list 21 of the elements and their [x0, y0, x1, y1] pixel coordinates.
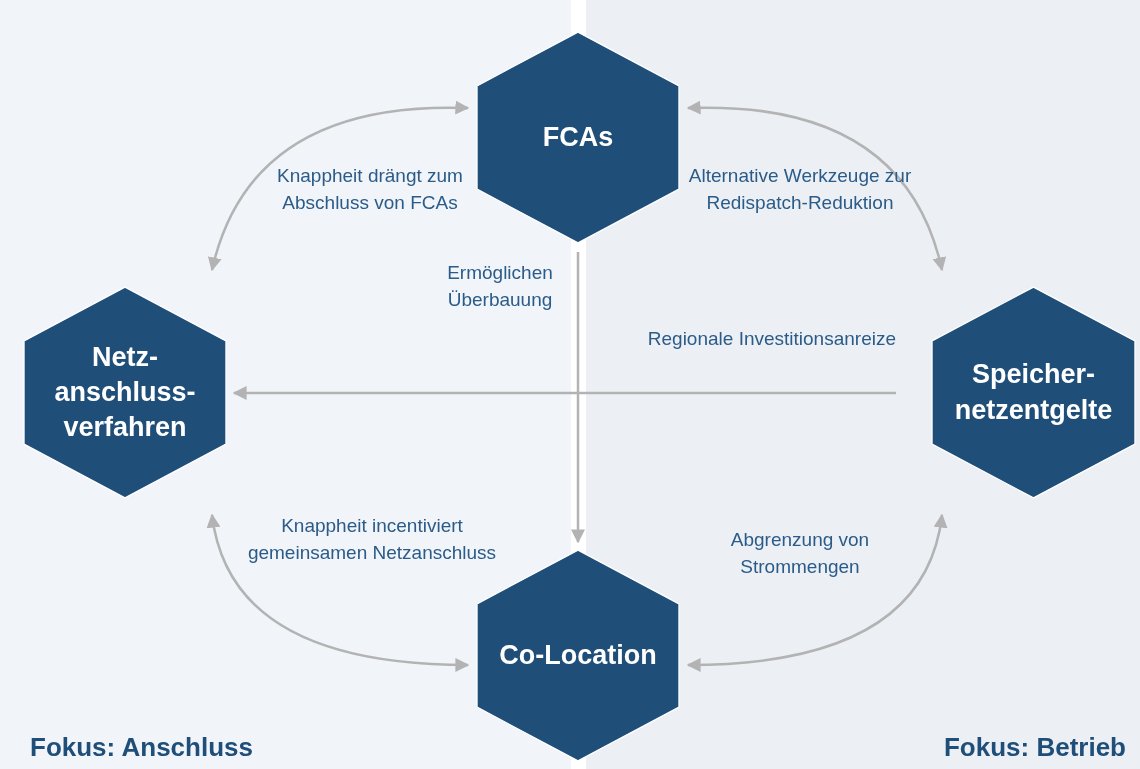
node-label: Speicher-netzentgelte — [953, 358, 1114, 427]
arrow — [571, 252, 585, 544]
arrow — [207, 513, 470, 672]
arrow — [686, 100, 946, 272]
focus-label: Fokus: Anschluss — [30, 732, 253, 763]
edge-label: Alternative Werkzeuge zur Redispatch-Reduktion — [687, 164, 913, 215]
edge-label: Knappheit incentiviert gemeinsamen Netzanschluss — [246, 514, 498, 565]
hexagon-node — [22, 285, 228, 500]
arrow — [208, 100, 470, 272]
edge-label: Regionale Investitionsanreize — [646, 327, 896, 351]
focus-label: Fokus: Betrieb — [943, 732, 1126, 763]
hexagon-node — [475, 30, 681, 245]
edge-label: Ermöglichen Überbauung — [446, 261, 554, 312]
edge-label: Knappheit drängt zum Abschluss von FCAs — [276, 164, 464, 215]
arrow — [686, 513, 947, 672]
node-label: Netz-anschluss-verfahren — [53, 340, 197, 445]
node-label: Co-Location — [498, 638, 658, 672]
node-label: FCAs — [541, 120, 615, 154]
edge-label: Abgrenzung von Strommengen — [729, 528, 871, 579]
arrow — [232, 386, 896, 400]
hexagon-node — [930, 285, 1137, 500]
